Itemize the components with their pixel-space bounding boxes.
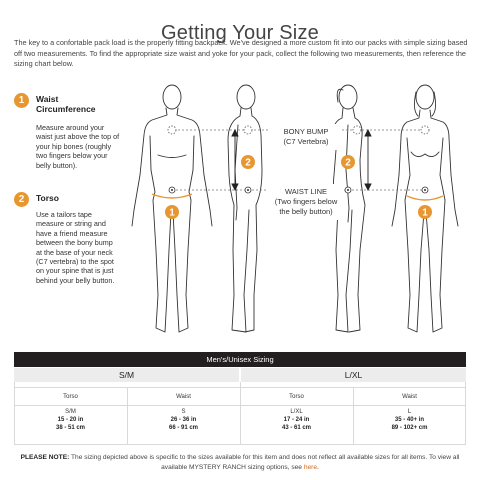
waist-marker-label: 1 [169,208,175,219]
column-header-waist: Waist [176,394,191,400]
table-divider [127,387,128,444]
intro-paragraph: The key to a confortable pack load is th… [14,38,468,69]
waist-number-marker: 1 [165,205,179,219]
column-header-waist: Waist [402,394,417,400]
torso-marker-label: 2 [345,158,351,169]
torso-number-marker: 2 [241,155,255,169]
size-group-header: L/XL [241,368,466,382]
step-number-badge: 2 [14,192,29,207]
note-text: The sizing depicted above is specific to… [69,454,460,471]
waist-marker-dot-icon [247,189,249,191]
size-metric: 66 - 91 cm [168,425,199,431]
c7-marker-icon [352,125,362,135]
bony-bump-label: BONY BUMP [284,127,329,136]
step-title: Torso [36,193,59,203]
table-cell: S 26 - 36 in 66 - 91 cm [127,408,240,442]
waist-number-marker: 1 [418,205,432,219]
step-description: Measure around your waist just above the… [36,123,120,170]
waist-band-icon [151,193,193,199]
size-imperial: 15 - 20 in [57,417,84,423]
waist-line-sublabel: the belly button) [279,207,333,216]
size-metric: 38 - 51 cm [55,425,86,431]
size-metric: 89 - 102+ cm [391,425,428,431]
size-imperial: 26 - 36 in [170,417,197,423]
torso-number-marker: 2 [341,155,355,169]
table-cell: L/XL 17 - 24 in 43 - 61 cm [240,408,353,442]
size-name: S [181,409,186,415]
column-header-torso: Torso [289,394,304,400]
bony-bump-sublabel: (C7 Vertebra) [283,137,329,146]
waist-line-label: WAIST LINE [285,187,327,196]
page-title: Getting Your Size [161,22,319,45]
size-group-header: S/M [14,368,239,382]
size-metric: 43 - 61 cm [281,425,312,431]
waist-marker-dot-icon [171,189,173,191]
waist-marker-dot-icon [347,189,349,191]
waist-line-sublabel: (Two fingers below [275,197,338,206]
sizing-note: PLEASE NOTE: The sizing depicted above i… [20,453,460,473]
step-number-badge: 1 [14,93,29,108]
sizing-table-heading: Men's/Unisex Sizing [14,352,466,367]
c7-marker-icon [167,125,177,135]
table-cell: S/M 15 - 20 in 38 - 51 cm [14,408,127,442]
torso-marker-label: 2 [245,158,251,169]
table-divider [240,382,241,444]
size-imperial: 35 - 40+ in [394,417,425,423]
size-imperial: 17 - 24 in [283,417,310,423]
c7-marker-icon [243,125,253,135]
size-name: L [407,409,412,415]
table-divider [353,387,354,444]
table-divider [465,382,466,444]
size-name: S/M [65,409,76,415]
sizing-options-link[interactable]: here [303,464,318,471]
body-measurement-illustration: 2 2 1 1 BONY BUMP (C7 Vertebra) WAIST LI… [131,84,459,333]
note-end: . [317,464,319,471]
man-side-figure [227,84,263,333]
step-description: Use a tailors tape measure or string and… [36,210,115,285]
table-divider [14,444,466,445]
waist-band-icon [406,195,444,201]
table-divider [14,382,15,444]
note-label: PLEASE NOTE: [20,454,70,461]
table-cell: L 35 - 40+ in 89 - 102+ cm [353,408,466,442]
c7-marker-icon [420,125,430,135]
step-title: Waist Circumference [36,94,96,114]
column-header-torso: Torso [63,394,78,400]
waist-marker-label: 1 [422,208,428,219]
waist-marker-dot-icon [424,189,426,191]
size-name: L/XL [290,409,303,415]
